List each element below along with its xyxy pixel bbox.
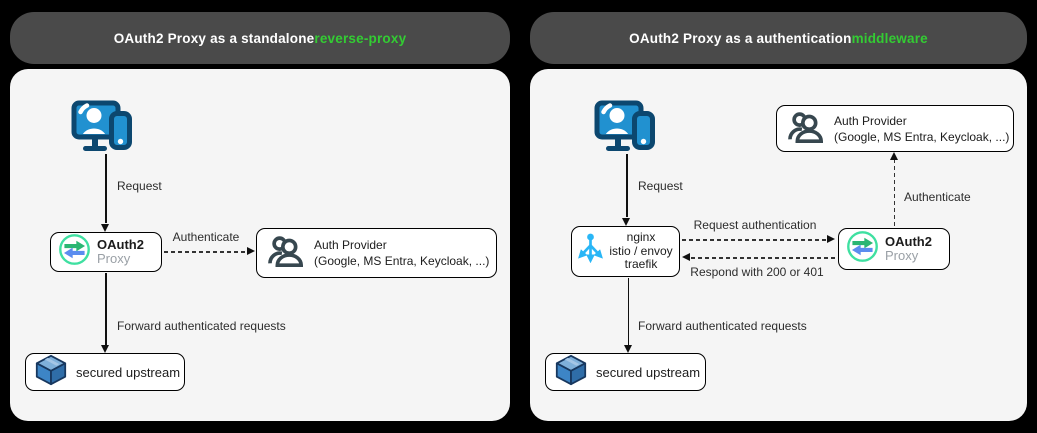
cube-icon [554, 354, 588, 391]
secured-upstream-label: secured upstream [76, 364, 181, 380]
node-auth-provider: Auth Provider (Google, MS Entra, Keycloa… [256, 228, 497, 278]
node-auth-provider: Auth Provider (Google, MS Entra, Keycloa… [776, 105, 1014, 152]
gateway-line3: traefik [624, 257, 658, 272]
auth-provider-line1: Auth Provider [314, 238, 387, 252]
gateway-line2: istio / envoy [609, 243, 673, 258]
arrowhead-down-icon [101, 223, 109, 232]
edge-forward-line [105, 273, 107, 345]
auth-provider-line2: (Google, MS Entra, Keycloak, ...) [314, 254, 490, 268]
node-secured-upstream: secured upstream [25, 353, 185, 391]
user-devices-icon [593, 99, 659, 158]
users-icon [788, 110, 825, 148]
right-panel-title: OAuth2 Proxy as a authentication middlew… [530, 12, 1027, 64]
arrowhead-down-icon [622, 217, 630, 226]
auth-provider-line2: (Google, MS Entra, Keycloak, ...) [834, 129, 1010, 144]
edge-authenticate-label: Authenticate [172, 230, 240, 244]
user-devices-icon [70, 99, 136, 158]
arrowhead-right-icon [827, 235, 835, 243]
edge-request-line [626, 154, 628, 217]
edge-request-authentication-line [682, 239, 828, 241]
gateway-line1: nginx [626, 230, 656, 245]
auth-middleware-diagram: Request [530, 69, 1027, 421]
traffic-split-icon [577, 233, 604, 270]
right-title-text: OAuth2 Proxy as a authentication [629, 30, 852, 46]
left-panel-title: OAuth2 Proxy as a standalone reverse-pro… [10, 12, 510, 64]
arrowhead-up-icon [889, 151, 898, 160]
arrowhead-down-icon [623, 344, 632, 353]
node-oauth2-proxy: OAuth2 Proxy [838, 228, 950, 270]
edge-respond-line [691, 257, 837, 259]
node-secured-upstream: secured upstream [545, 353, 706, 391]
edge-request-line [105, 154, 107, 223]
oauth2-title: OAuth2 [885, 234, 932, 249]
arrowhead-down-icon [101, 344, 109, 353]
oauth2-subtitle: Proxy [885, 248, 919, 263]
left-title-highlight: reverse-proxy [314, 30, 407, 46]
edge-forward-label: Forward authenticated requests [638, 319, 807, 333]
edge-request-label: Request [117, 179, 162, 193]
edge-authenticate-line [893, 159, 896, 228]
oauth2-proxy-logo-icon [846, 230, 879, 268]
edge-forward-label: Forward authenticated requests [117, 319, 286, 333]
secured-upstream-label: secured upstream [596, 364, 701, 380]
node-oauth2-proxy: OAuth2 Proxy [50, 232, 162, 272]
edge-authenticate-line [164, 251, 248, 253]
oauth2-subtitle: Proxy [97, 251, 131, 266]
oauth2-proxy-logo-icon [58, 233, 91, 271]
right-title-highlight: middleware [851, 30, 928, 46]
left-title-text: OAuth2 Proxy as a standalone [113, 30, 315, 46]
arrowhead-left-icon [682, 253, 690, 261]
edge-request-authentication-label: Request authentication [693, 218, 817, 232]
edge-respond-label: Respond with 200 or 401 [690, 265, 824, 279]
oauth2-title: OAuth2 [97, 237, 144, 252]
node-ingress-gateway: nginx istio / envoy traefik [571, 226, 680, 277]
cube-icon [34, 354, 68, 391]
edge-request-label: Request [638, 179, 683, 193]
auth-provider-line1: Auth Provider [834, 113, 907, 128]
edge-forward-line [627, 278, 630, 345]
users-icon [268, 234, 305, 272]
arrowhead-right-icon [247, 247, 255, 255]
standalone-reverse-proxy-diagram: Request OAuth2 Proxy Authenticate [10, 69, 510, 421]
edge-authenticate-label: Authenticate [904, 190, 971, 204]
